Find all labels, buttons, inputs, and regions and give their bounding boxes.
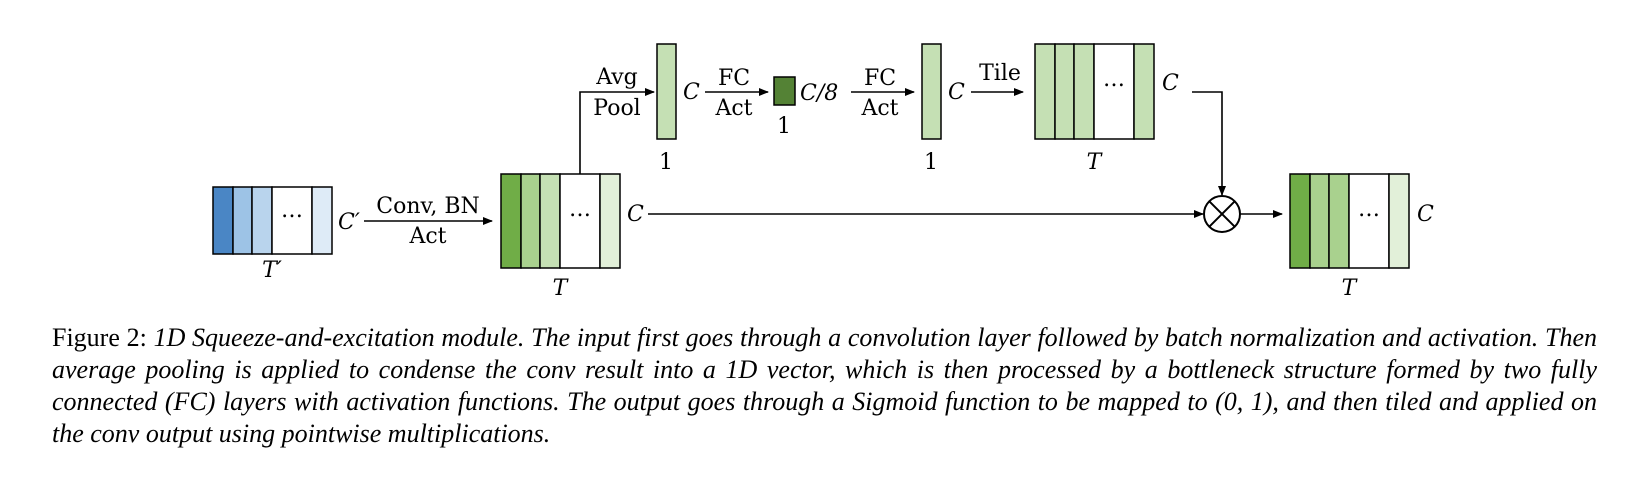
figure-caption: Figure 2: 1D Squeeze-and-excitation modu… <box>52 322 1597 450</box>
bottleneck-dim-w: 1 <box>777 114 791 139</box>
conv-arrow-label-1: Conv, BN <box>376 194 479 219</box>
output-dim-c: C <box>1417 202 1434 227</box>
output-tensor: … C T <box>1289 173 1434 301</box>
bottleneck-vector: C/8 1 <box>773 76 838 139</box>
conv-arrow: Conv, BN Act <box>364 194 493 249</box>
conv-channel-last <box>599 173 621 269</box>
tiled-dim-c: C <box>1162 71 1179 96</box>
output-channel-3 <box>1328 173 1350 269</box>
tiled-channel-1 <box>1034 43 1056 140</box>
fc1-label-2: Act <box>714 96 752 121</box>
tiled-channel-2 <box>1054 43 1075 140</box>
conv-dim-t: T <box>553 276 570 301</box>
fc2-label-2: Act <box>860 96 898 121</box>
excited-bar <box>921 43 942 140</box>
input-channel-last <box>311 186 333 255</box>
fc1-label-1: FC <box>718 66 750 91</box>
caption-label: Figure 2: <box>52 323 147 352</box>
tiled-channel-3 <box>1073 43 1095 140</box>
tiled-dim-t: T <box>1087 150 1104 175</box>
tile-to-multiply-arrow <box>1192 91 1226 196</box>
input-ellipsis: … <box>281 198 303 223</box>
fc2-arrow: FC Act <box>851 66 915 121</box>
conv-dim-c: C <box>627 202 644 227</box>
input-dim-c: C′ <box>338 210 360 235</box>
conv-channel-gap <box>559 173 601 269</box>
tiled-channel-last <box>1133 43 1155 140</box>
input-channel-gap <box>271 186 313 255</box>
avg-pool-arrow: Avg Pool <box>579 65 655 174</box>
avg-pool-label-1: Avg <box>595 65 638 90</box>
pooled-dim-c: C <box>683 80 700 105</box>
tiled-ellipsis: … <box>1103 67 1125 92</box>
avg-pool-label-2: Pool <box>593 96 640 121</box>
conv-channel-3 <box>539 173 561 269</box>
input-channel-2 <box>232 186 253 255</box>
bottleneck-bar <box>773 76 796 106</box>
bottleneck-dim-c: C/8 <box>800 81 838 106</box>
tiled-channel-gap <box>1093 43 1135 140</box>
conv-channel-1 <box>500 173 522 269</box>
pooled-bar <box>656 43 677 140</box>
conv-channel-2 <box>520 173 541 269</box>
conv-ellipsis: … <box>569 197 591 222</box>
caption-text: 1D Squeeze-and-excitation module. The in… <box>52 323 1598 448</box>
se-module-diagram: … C′ T′ Conv, BN Act … C T Avg Pool C 1 … <box>212 43 1434 301</box>
output-dim-t: T <box>1342 276 1359 301</box>
output-channel-last <box>1388 173 1410 269</box>
fc2-label-1: FC <box>864 66 896 91</box>
conv-output-tensor: … C T <box>500 173 644 301</box>
tile-arrow: Tile <box>971 61 1024 96</box>
output-ellipsis: … <box>1358 197 1380 222</box>
output-channel-2 <box>1309 173 1330 269</box>
excited-dim-c: C <box>948 80 965 105</box>
conv-arrow-label-2: Act <box>408 224 446 249</box>
input-tensor: … C′ T′ <box>212 186 360 283</box>
output-channel-gap <box>1348 173 1390 269</box>
output-channel-1 <box>1289 173 1311 269</box>
pooled-dim-w: 1 <box>659 150 673 175</box>
excited-vector: C 1 <box>921 43 965 175</box>
tiled-tensor: … C T <box>1034 43 1179 175</box>
fc1-arrow: FC Act <box>705 66 769 121</box>
excited-dim-w: 1 <box>924 150 938 175</box>
multiply-icon <box>1203 195 1241 233</box>
input-channel-3 <box>251 186 273 255</box>
tile-label: Tile <box>979 61 1021 86</box>
input-channel-1 <box>212 186 234 255</box>
pooled-vector: C 1 <box>656 43 700 175</box>
input-dim-t: T′ <box>262 258 282 283</box>
